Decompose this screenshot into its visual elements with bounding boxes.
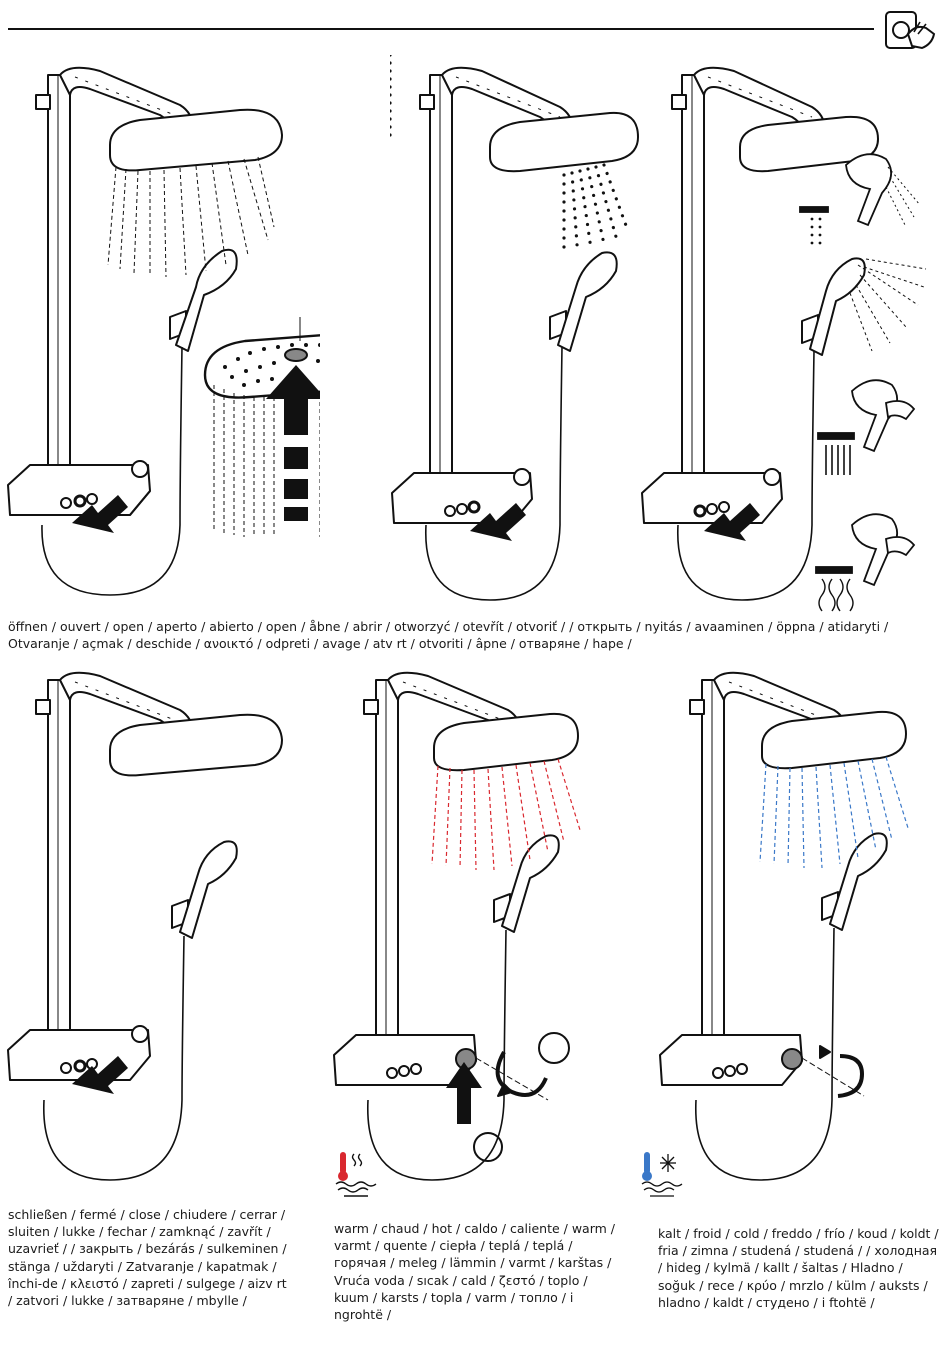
snowflake-cold-icon [641,1152,683,1197]
hand-on-thermostat-icon [885,11,936,50]
hot-spray [431,765,439,865]
caption-cold: kalt / froid / cold / freddo / frío / ko… [658,1226,939,1310]
panel-open-curtain [390,55,639,601]
header-rule [8,28,874,30]
caption-close: schließen / fermé / close / chiudere / c… [8,1207,287,1309]
panel-open-rain [7,66,320,596]
caption-warm: warm / chaud / hot / caldo / caliente / … [334,1221,615,1323]
panel-close [7,671,283,1181]
caption-open: öffnen / ouvert / open / aperto / abiert… [8,619,889,652]
panel-open-hand-shower [641,66,927,612]
thermometer-hot-icon [335,1152,377,1197]
panel-warm [333,671,581,1181]
panel-cold [659,671,909,1181]
